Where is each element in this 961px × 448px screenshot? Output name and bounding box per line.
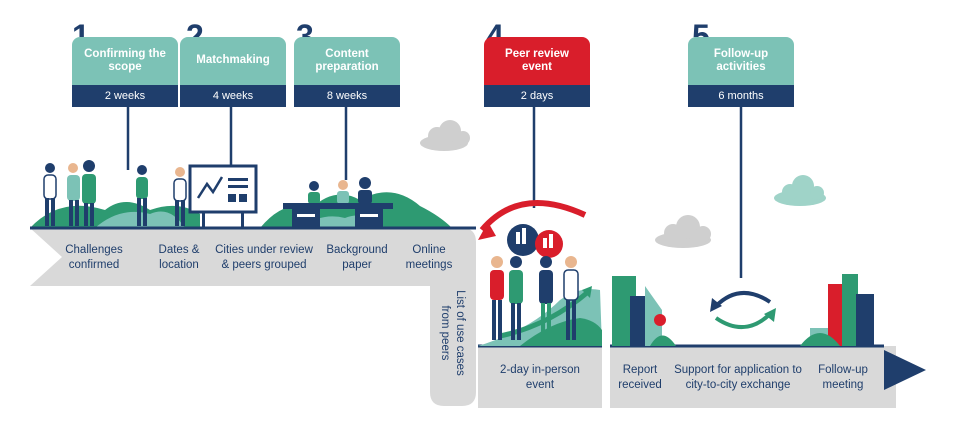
step-4-duration: 2 days	[484, 85, 590, 107]
step-1-duration: 2 weeks	[72, 85, 178, 107]
cloud-icon	[655, 215, 711, 248]
milestone-followup: Follow-up meeting	[818, 364, 868, 391]
milestone-online: Online meetings	[405, 244, 453, 271]
event-panel	[478, 200, 602, 408]
step-1-box: Confirming the scope 2 weeks	[72, 37, 178, 107]
arrow-head-icon	[884, 350, 926, 390]
step-4-title: Peer review event	[484, 37, 590, 85]
cloud-icon	[420, 120, 470, 151]
milestone-cities: Cities under review & peers grouped	[215, 244, 313, 271]
milestone-use-cases: List of use cases from peers	[439, 290, 466, 376]
milestone-challenges: Challenges confirmed	[65, 244, 123, 271]
city-buildings-icon	[800, 274, 874, 346]
meeting-table-icon	[283, 177, 393, 227]
step-4-box: Peer review event 2 days	[484, 37, 590, 107]
milestone-support: Support for application to city-to-city …	[674, 364, 802, 391]
city-buildings-icon	[612, 276, 676, 346]
milestone-background: Background paper	[326, 244, 388, 271]
step-2-title: Matchmaking	[180, 37, 286, 85]
followup-panel	[610, 344, 926, 408]
people-icon	[43, 160, 187, 226]
step-5-duration: 6 months	[688, 85, 794, 107]
cloud-icon	[774, 175, 826, 206]
milestone-dates: Dates & location	[158, 244, 200, 271]
timeline-band-upper	[30, 228, 476, 406]
step-3-title: Content preparation	[294, 37, 400, 85]
milestone-event: 2-day in-person event	[500, 364, 580, 391]
step-1-title: Confirming the scope	[72, 37, 178, 85]
cycle-arrows-icon	[710, 290, 776, 330]
presentation-board-icon	[188, 164, 258, 228]
step-2-box: Matchmaking 4 weeks	[180, 37, 286, 107]
step-5-title: Follow-up activities	[688, 37, 794, 85]
connector-lines	[126, 106, 743, 278]
step-2-duration: 4 weeks	[180, 85, 286, 107]
step-3-duration: 8 weeks	[294, 85, 400, 107]
step-5-box: Follow-up activities 6 months	[688, 37, 794, 107]
step-3-box: Content preparation 8 weeks	[294, 37, 400, 107]
milestone-report: Report received	[618, 364, 662, 391]
